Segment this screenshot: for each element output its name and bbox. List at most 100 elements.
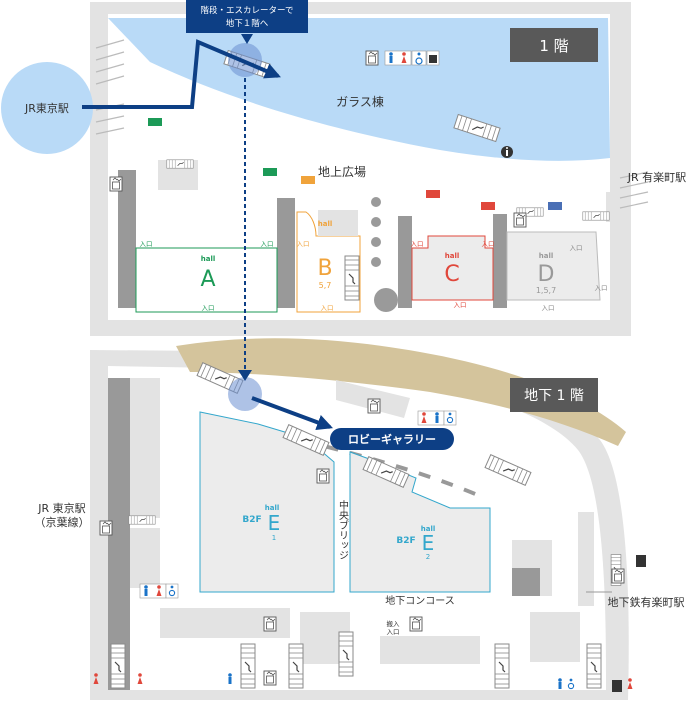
jr-tokyo-station-marker[interactable] (1, 62, 93, 154)
locker-icon (426, 50, 440, 66)
svg-text:入口: 入口 (202, 304, 215, 312)
hall-d-subnumber: 1,5,7 (536, 286, 556, 295)
restroom-icon (417, 410, 445, 426)
column (398, 216, 412, 308)
hall-a-letter: A (200, 267, 215, 292)
escalator-icon (128, 515, 156, 525)
wall (512, 568, 540, 596)
central-bridge-label: 中央ブリッジ (337, 499, 349, 560)
escalator-icon (344, 255, 360, 301)
escalator-icon (582, 211, 610, 221)
escalator-icon (110, 643, 126, 689)
elevator-icon (263, 670, 277, 686)
exit-sign-icon (148, 118, 562, 210)
column (118, 170, 136, 308)
floor-1f-label: 1 階 (539, 37, 568, 55)
floor-1f-badge (510, 28, 598, 62)
hall-e1-subnumber: 1 (272, 534, 276, 542)
hall-b-letter: B (317, 256, 332, 281)
column (277, 198, 295, 308)
elevator-icon (611, 568, 625, 584)
escalator-icon (494, 643, 510, 689)
hall-b-caption: hall (318, 220, 333, 228)
floor-1f: hall A hall B 5,7 hall C hall D 1,5,7 入口… (90, 2, 686, 336)
elevator-icon (263, 616, 277, 632)
svg-text:入口: 入口 (595, 284, 608, 292)
elevator-icon (316, 468, 330, 484)
restroom-icon (384, 50, 412, 66)
underground-concourse-label: 地下コンコース (385, 594, 455, 607)
svg-text:入口: 入口 (454, 301, 467, 309)
elevator-icon (99, 520, 113, 536)
wall (606, 192, 616, 222)
svg-text:入口: 入口 (570, 244, 583, 252)
info-icon (501, 146, 513, 158)
hall-c-caption: hall (445, 252, 460, 260)
locker-icon (612, 555, 646, 692)
floor-b1-label: 地下 1 階 (524, 388, 584, 404)
hall-d-caption: hall (539, 252, 554, 260)
column (493, 214, 507, 308)
entrance-labels-1f: 入口 入口 入口 入口 入口 入口 入口 入口 入口 入口 入口 (140, 240, 608, 312)
hall-a-area[interactable] (135, 247, 278, 313)
hall-e2-caption: hall (421, 525, 436, 533)
hall-b-inner (318, 210, 358, 236)
wall (130, 378, 160, 518)
escalator-icon (166, 159, 194, 169)
accessible-icon (165, 583, 179, 599)
accessible-icon (443, 410, 457, 426)
elevator-icon (409, 616, 423, 632)
upper-passage-band (176, 338, 626, 446)
accessible-icon (567, 678, 575, 690)
escalator-icon (240, 643, 256, 689)
hall-e1-letter: E (268, 511, 281, 535)
hall-c-area[interactable] (411, 235, 494, 301)
hall-e1-caption: hall (265, 504, 280, 512)
jr-yurakucho-label: JR 有楽町駅 (627, 170, 686, 184)
route-guidance: JR東京駅 階段・エスカレーターで 地下１階へ ロビーギャラリー (1, 0, 454, 450)
wall (578, 512, 594, 606)
jr-tokyo-keiyo-label-2: （京葉線） (35, 515, 90, 529)
subway-yurakucho-label: 地下鉄有楽町駅 (608, 595, 685, 609)
hall-d-area[interactable] (506, 231, 601, 301)
route-path-b1 (251, 396, 333, 431)
stair-note-line1: 階段・エスカレーターで (201, 5, 294, 16)
floor-b1-badge (510, 378, 598, 412)
elevator-icon (367, 398, 381, 414)
hall-b-subnumber: 5,7 (319, 281, 332, 290)
route-path-1f (82, 39, 281, 109)
delivery-entrance-label-2: 入口 (387, 628, 400, 636)
hall-b-area[interactable] (296, 211, 361, 313)
svg-text:入口: 入口 (411, 240, 424, 248)
jr-tokyo-keiyo-label-1: JR 東京駅 (37, 501, 85, 515)
elevator-icon (109, 176, 123, 192)
jr-tokyo-station-label: JR東京駅 (24, 101, 69, 115)
hall-e2-floor: B2F (396, 536, 415, 546)
svg-text:入口: 入口 (321, 304, 334, 312)
escalator-icon (338, 631, 354, 677)
hall-a-caption: hall (201, 255, 216, 263)
hall-e2-letter: E (422, 531, 435, 555)
svg-text:入口: 入口 (482, 240, 495, 248)
hall-e1-floor: B2F (242, 515, 261, 525)
rail-line (209, 416, 481, 498)
stair-note-line2: 地下１階へ (226, 18, 269, 29)
arrival-point-b1 (228, 377, 262, 411)
stair-note-box (186, 0, 308, 33)
svg-text:入口: 入口 (542, 304, 555, 312)
svg-text:入口: 入口 (297, 240, 310, 248)
wall (530, 612, 580, 662)
elevator-icon (513, 212, 527, 228)
elevator-icon (365, 50, 379, 66)
hall-e1-area[interactable] (199, 411, 335, 593)
escalator-icon (586, 643, 602, 689)
route-arrow-down (238, 370, 252, 381)
glass-building-label: ガラス棟 (336, 94, 384, 109)
delivery-entrance-label-1: 搬入 (387, 619, 401, 628)
lobby-gallery-label: ロビーギャラリー (348, 432, 436, 446)
lobby-gallery-badge[interactable] (330, 428, 454, 450)
svg-text:入口: 入口 (261, 240, 274, 248)
floor-b1: hall B2F E 1 hall B2F E 2 中央ブリッジ 地下コンコース… (35, 338, 685, 700)
plaza-bollards (371, 197, 398, 312)
